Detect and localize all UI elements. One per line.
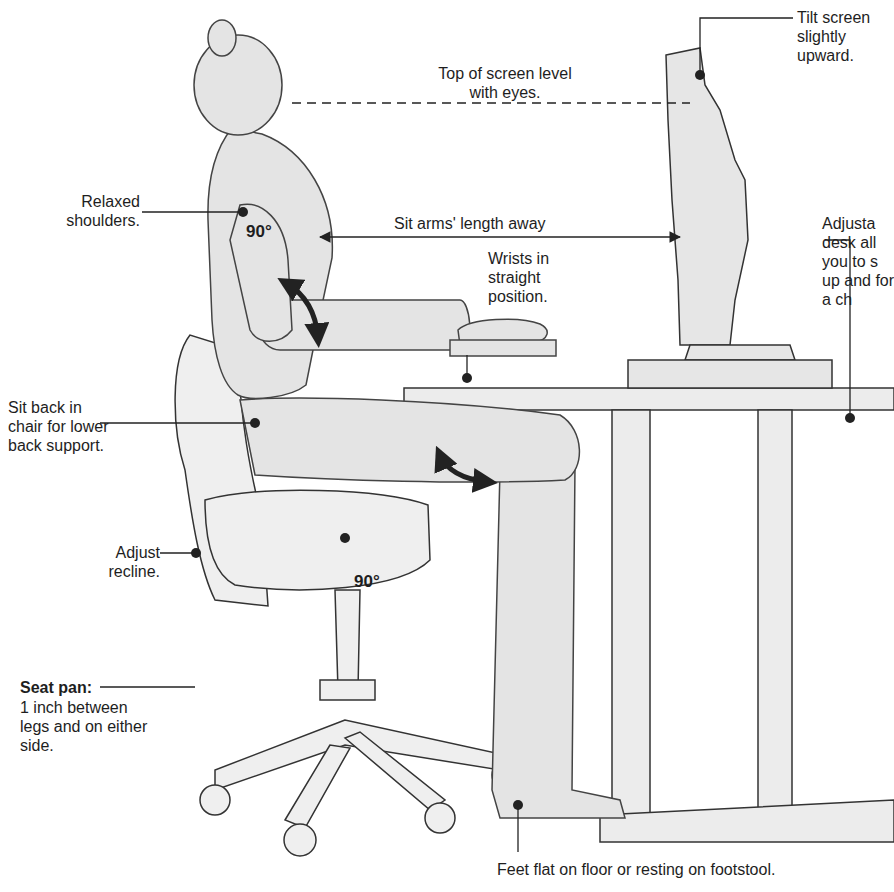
- chair-seat: [205, 490, 430, 589]
- callout-text: Feet flat on floor or resting on footsto…: [497, 860, 894, 879]
- callout-text: Relaxed shoulders.: [50, 192, 140, 230]
- distance-arrow: [320, 236, 680, 237]
- chair-base: [285, 745, 350, 828]
- callout-text: Top of screen level with eyes.: [430, 64, 580, 102]
- lower-leg: [492, 465, 625, 818]
- head: [194, 35, 282, 135]
- monitor: [628, 48, 832, 388]
- callout-text: 90°: [246, 222, 306, 241]
- desk-foot: [600, 800, 894, 842]
- callout-text: Sit arms' length away: [394, 214, 644, 233]
- leader-lines: [100, 18, 850, 852]
- leader-dot: [695, 70, 705, 80]
- desk-leg: [612, 410, 650, 830]
- monitor-foot: [685, 345, 795, 360]
- leader-line: [100, 686, 195, 687]
- callout-text: Adjusta desk all you to s up and for a c…: [822, 214, 894, 309]
- hair-bun: [208, 20, 236, 56]
- seated-person: [194, 20, 625, 818]
- monitor-screen: [666, 48, 748, 345]
- thigh: [240, 398, 579, 482]
- callout-text: Sit back in chair for lower back support…: [8, 398, 118, 455]
- callout-text: Seat pan:: [20, 678, 160, 697]
- leader-dots: [191, 70, 855, 810]
- chair-base: [215, 720, 505, 790]
- leader-dot: [462, 373, 472, 383]
- callout-text: Adjust recline.: [60, 543, 160, 581]
- eye-level-line: [292, 102, 690, 103]
- callout-text: Wrists in straight position.: [488, 249, 588, 306]
- callout-text: 1 inch between legs and on either side.: [20, 698, 160, 755]
- angle-arrow: [286, 283, 318, 338]
- chair-post: [335, 590, 360, 690]
- chair-wheel: [200, 785, 230, 815]
- chair-base: [345, 732, 445, 810]
- leader-line: [517, 805, 518, 852]
- callout-text: 90°: [354, 572, 414, 591]
- desk-leg: [758, 410, 792, 815]
- torso: [208, 128, 332, 398]
- leader-line: [100, 422, 255, 423]
- leader-dot: [250, 418, 260, 428]
- wrist-pad: [450, 340, 556, 356]
- leader-line: [700, 18, 793, 75]
- leader-dot: [845, 413, 855, 423]
- chair-wheel: [284, 824, 316, 856]
- monitor-stand: [628, 360, 832, 388]
- leader-line: [160, 552, 196, 553]
- callout-text: Tilt screen slightly upward.: [797, 8, 894, 65]
- leader-dot: [340, 533, 350, 543]
- leader-line: [142, 211, 243, 212]
- angle-arrow: [440, 455, 488, 482]
- angle-arrows: [286, 283, 488, 482]
- chair-wheel: [425, 803, 455, 833]
- leader-dot: [191, 548, 201, 558]
- chair-knob: [320, 680, 375, 700]
- leader-dot: [513, 800, 523, 810]
- leader-dot: [238, 207, 248, 217]
